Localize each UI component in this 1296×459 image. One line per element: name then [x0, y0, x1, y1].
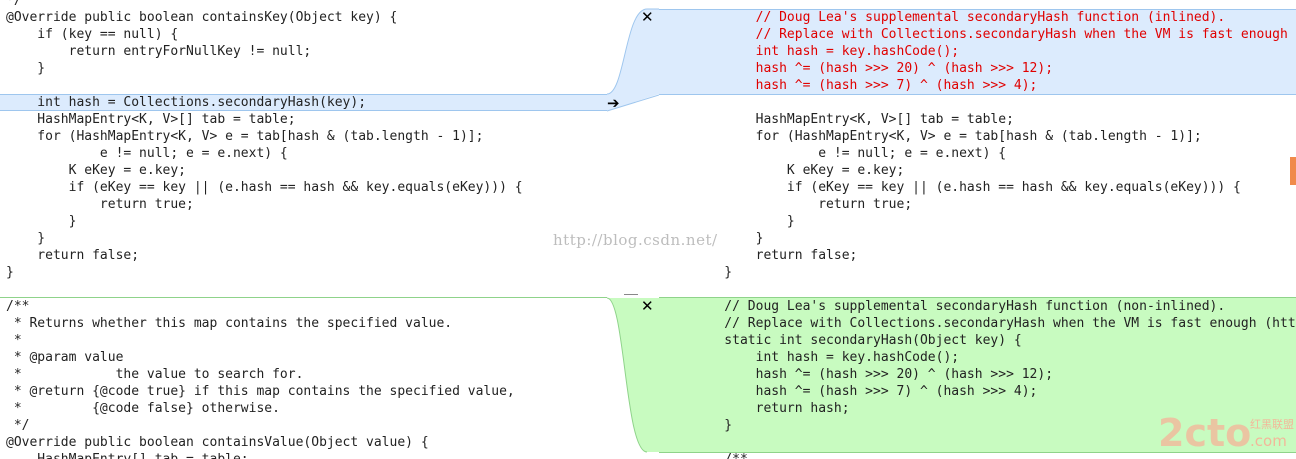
copy-change-arrow-icon[interactable]: ➔: [607, 94, 620, 112]
code-line: return false;: [6, 248, 140, 263]
code-line: return true;: [693, 197, 913, 212]
diff-connector-shapes: [607, 8, 659, 453]
code-line: /**: [693, 451, 1296, 459]
code-line: * @param value: [6, 350, 124, 365]
code-line: HashMapEntry[] tab = table;: [6, 451, 607, 459]
right-insert-bottom-border: [659, 452, 1296, 453]
logo-domain-text: .com: [1250, 432, 1287, 450]
left-changed-band: [0, 94, 607, 111]
code-line: return entryForNullKey != null;: [6, 44, 312, 59]
code-line: }: [693, 231, 764, 246]
left-insert-border: [0, 297, 607, 298]
diff-gutter: ✕ ➔ ✕: [607, 0, 659, 459]
code-line: }: [693, 418, 733, 433]
code-line: K eKey = e.key;: [693, 163, 905, 178]
right-changed-band: [659, 9, 1296, 95]
code-line: e != null; e = e.next) {: [6, 146, 288, 161]
code-line: * {@code false} otherwise.: [6, 401, 280, 416]
code-line: HashMapEntry<K, V>[] tab = table;: [693, 112, 1014, 127]
code-line: if (eKey == key || (e.hash == hash && ke…: [6, 180, 523, 195]
code-line: if (eKey == key || (e.hash == hash && ke…: [693, 180, 1241, 195]
code-line: }: [6, 61, 46, 76]
revert-insert-icon[interactable]: ✕: [641, 297, 654, 315]
code-line: // Replace with Collections.secondaryHas…: [693, 27, 1296, 42]
watermark-url: http://blog.csdn.net/: [553, 231, 718, 249]
revert-change-icon[interactable]: ✕: [641, 8, 654, 26]
left-changed-top-border: [0, 94, 607, 95]
code-line: // Doug Lea's supplemental secondaryHash…: [693, 10, 1226, 25]
code-line: K eKey = e.key;: [6, 163, 187, 178]
code-line: e != null; e = e.next) {: [693, 146, 1007, 161]
code-line: // Replace with Collections.secondaryHas…: [693, 316, 1296, 331]
code-line: }: [6, 265, 14, 280]
code-line: static int secondaryHash(Object key) {: [693, 333, 1022, 348]
code-line: */: [6, 0, 22, 8]
left-editor-pane[interactable]: */ @Override public boolean containsKey(O…: [0, 0, 607, 459]
code-line: }: [693, 265, 733, 280]
code-line: int hash = key.hashCode();: [693, 350, 960, 365]
code-line: }: [6, 231, 46, 246]
code-line: * Returns whether this map contains the …: [6, 316, 453, 331]
logo-mark: 2cto: [1158, 412, 1251, 452]
gutter-divider-mark: [624, 294, 638, 295]
code-line: int hash = key.hashCode();: [693, 44, 960, 59]
code-line: * the value to search for.: [6, 367, 304, 382]
code-line: for (HashMapEntry<K, V> e = tab[hash & (…: [6, 129, 484, 144]
watermark-logo: 2cto 红黑联盟 .com: [1158, 412, 1294, 452]
right-insert-top-border: [659, 297, 1296, 298]
code-line: [6, 77, 607, 94]
code-line: */: [6, 418, 30, 433]
code-line: return true;: [6, 197, 194, 212]
code-line: }: [693, 214, 795, 229]
code-line: hash ^= (hash >>> 7) ^ (hash >>> 4);: [693, 78, 1038, 93]
overview-ruler-marker[interactable]: [1290, 157, 1296, 185]
code-line: /**: [6, 299, 30, 314]
code-line: for (HashMapEntry<K, V> e = tab[hash & (…: [693, 129, 1202, 144]
right-changed-bottom-border: [659, 94, 1296, 95]
code-line: return hash;: [693, 401, 850, 416]
code-line: hash ^= (hash >>> 7) ^ (hash >>> 4);: [693, 384, 1038, 399]
logo-cn-text: 红黑联盟: [1250, 418, 1294, 431]
left-changed-bottom-border: [0, 110, 607, 111]
code-line: }: [6, 214, 77, 229]
code-line: int hash = Collections.secondaryHash(key…: [6, 95, 367, 110]
code-line: @Override public boolean containsKey(Obj…: [6, 10, 398, 25]
code-line: HashMapEntry<K, V>[] tab = table;: [6, 112, 296, 127]
right-changed-top-border: [659, 9, 1296, 10]
code-line: hash ^= (hash >>> 20) ^ (hash >>> 12);: [693, 367, 1054, 382]
right-inserted-band: [659, 298, 1296, 452]
code-line: if (key == null) {: [6, 27, 179, 42]
code-line: * @return {@code true} if this map conta…: [6, 384, 515, 399]
code-line: hash ^= (hash >>> 20) ^ (hash >>> 12);: [693, 61, 1054, 76]
code-line: @Override public boolean containsValue(O…: [6, 435, 429, 450]
right-editor-pane[interactable]: // Doug Lea's supplemental secondaryHash…: [659, 0, 1296, 459]
code-line: // Doug Lea's supplemental secondaryHash…: [693, 299, 1226, 314]
code-line: return false;: [693, 248, 858, 263]
code-line: *: [6, 333, 22, 348]
